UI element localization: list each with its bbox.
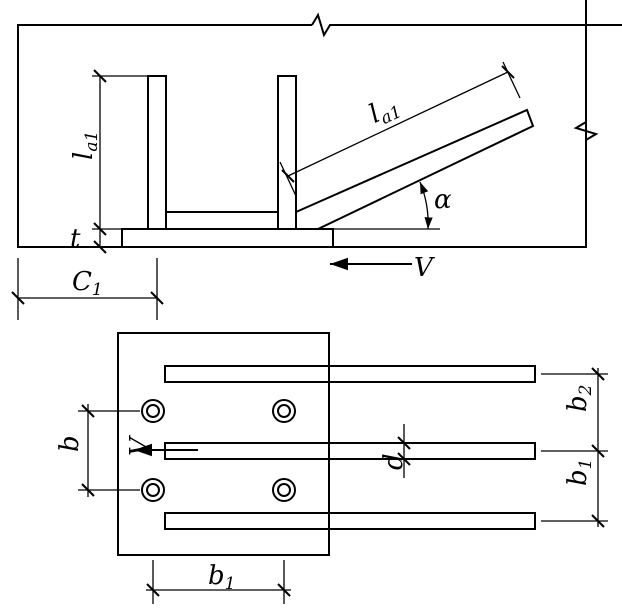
base-plate: [121, 228, 334, 248]
angle-alpha: α: [318, 181, 452, 230]
label-la1-vertical-sub: a1: [82, 131, 102, 152]
label-b2-sub: 2: [576, 385, 596, 397]
vertical-anchor-bar-left: [147, 75, 167, 230]
label-b1-right-sub: 1: [576, 459, 596, 470]
shear-arrow-elevation: V: [330, 253, 435, 283]
dimension-b2-b1-right: b2 b1: [541, 367, 608, 528]
dimension-c1: C1: [11, 258, 164, 320]
label-b1-bottom-main: b: [208, 561, 225, 591]
dimension-b1-bottom: b1: [146, 560, 291, 604]
dimension-d: d: [379, 424, 411, 478]
label-b1-right-main: b: [563, 469, 593, 486]
label-b2-main: b: [563, 395, 593, 412]
break-line-right: [573, 121, 599, 141]
svg-text:la1: la1: [69, 131, 102, 160]
break-line-top: [311, 12, 622, 38]
elevation-view: la1 t la1 α V: [11, 0, 622, 320]
inclined-anchor-bar-arm: [295, 108, 535, 230]
concrete-member-outline: [17, 0, 587, 248]
shear-arrow-plan: V: [125, 435, 198, 457]
svg-text:b1: b1: [208, 561, 235, 594]
dimension-la1-vertical: la1 t: [69, 69, 148, 254]
svg-text:b1: b1: [563, 459, 596, 486]
svg-text:C1: C1: [72, 267, 103, 300]
vertical-anchor-bar-right: [277, 75, 297, 230]
plan-bar-middle: [164, 442, 536, 460]
label-d: d: [379, 453, 409, 470]
label-t: t: [70, 224, 81, 254]
svg-text:b2: b2: [563, 385, 596, 412]
plan-bar-top: [164, 365, 536, 383]
label-c1-main: C: [72, 267, 92, 297]
label-v-elevation: V: [414, 253, 435, 283]
label-b: b: [55, 435, 85, 452]
label-b1-bottom-sub: 1: [225, 574, 236, 594]
dimension-la1-inclined: la1: [279, 61, 521, 197]
label-c1-sub: 1: [92, 280, 103, 300]
label-la1-vertical-main: l: [69, 152, 99, 160]
label-v-plan: V: [125, 435, 155, 456]
plan-bar-bottom: [164, 512, 536, 530]
dimension-b: b: [55, 404, 140, 497]
svg-text:la1: la1: [365, 90, 405, 132]
label-alpha: α: [434, 185, 452, 215]
plan-bolts: [141, 399, 296, 502]
inclined-anchor-bar: [165, 211, 279, 230]
plan-view: V b b1: [55, 332, 608, 604]
